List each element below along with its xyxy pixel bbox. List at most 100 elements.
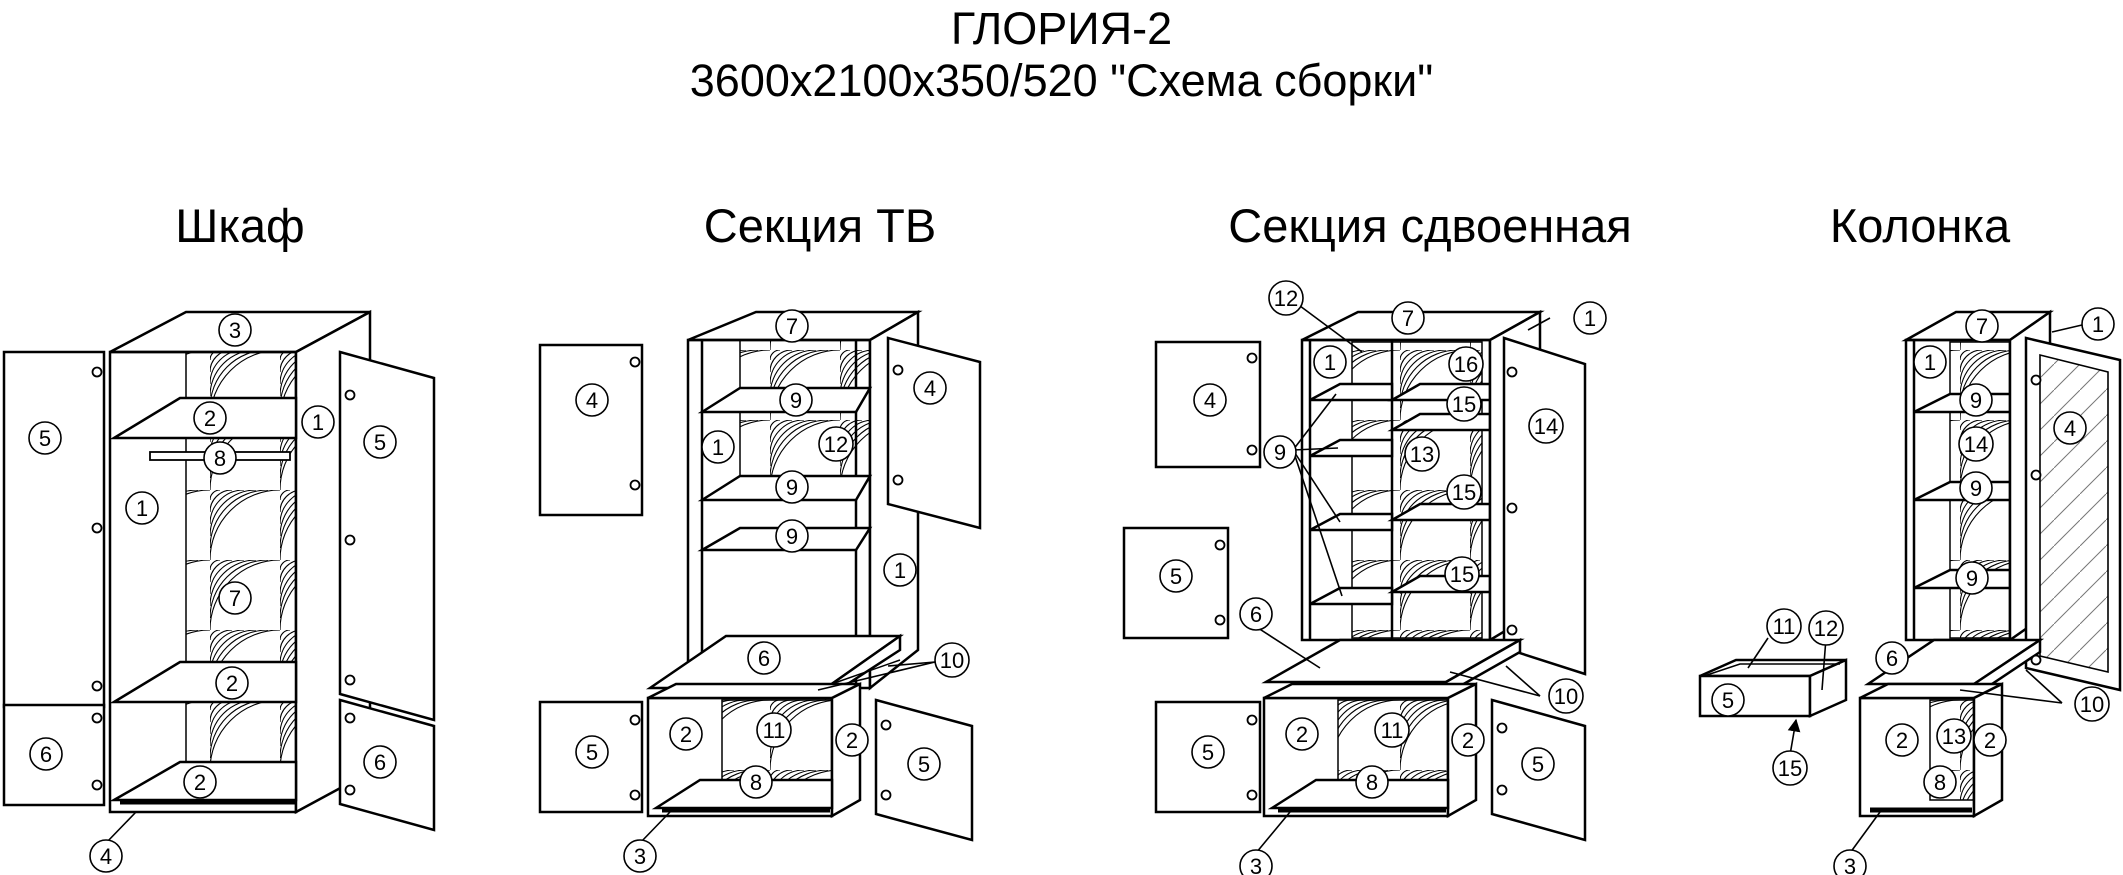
callout-label: 5 bbox=[1170, 564, 1182, 589]
callout-tv-c5l: 5 bbox=[575, 735, 609, 769]
callout-column-c13: 13 bbox=[1936, 718, 1972, 754]
callout-label: 5 bbox=[586, 740, 598, 765]
callout-label: 5 bbox=[1722, 688, 1734, 713]
callout-label: 9 bbox=[790, 388, 802, 413]
callout-label: 2 bbox=[1896, 728, 1908, 753]
callout-wardrobe-c2a: 2 bbox=[193, 401, 227, 435]
callout-tv-c9b: 9 bbox=[775, 470, 809, 504]
callout-tv-c6: 6 bbox=[747, 641, 781, 675]
callout-tv-c10: 10 bbox=[934, 642, 970, 678]
callout-label: 4 bbox=[100, 844, 112, 869]
callout-wardrobe-c7: 7 bbox=[218, 581, 252, 615]
callout-label: 8 bbox=[750, 770, 762, 795]
callout-tv-c1r: 1 bbox=[883, 553, 917, 587]
callout-column-c6: 6 bbox=[1875, 641, 1909, 675]
callout-label: 9 bbox=[786, 475, 798, 500]
callout-wardrobe-c2c: 2 bbox=[183, 765, 217, 799]
callout-double-c2r: 2 bbox=[1451, 723, 1485, 757]
callout-label: 15 bbox=[1452, 480, 1476, 505]
callout-double-c14: 14 bbox=[1528, 408, 1564, 444]
callout-drawer-c15: 15 bbox=[1772, 750, 1808, 786]
callout-wardrobe-c3: 3 bbox=[218, 313, 252, 347]
callout-double-c1: 1 bbox=[1313, 345, 1347, 379]
callout-label: 4 bbox=[1204, 388, 1216, 413]
callout-label: 9 bbox=[1966, 566, 1978, 591]
callout-wardrobe-c5l: 5 bbox=[28, 421, 62, 455]
callout-label: 15 bbox=[1452, 392, 1476, 417]
callout-label: 4 bbox=[2064, 416, 2076, 441]
callout-column-c14: 14 bbox=[1958, 426, 1994, 462]
callout-label: 1 bbox=[1584, 306, 1596, 331]
callout-column-c1: 1 bbox=[1913, 345, 1947, 379]
callout-label: 2 bbox=[680, 722, 692, 747]
page-title: ГЛОРИЯ-2 bbox=[950, 3, 1173, 54]
section-title-column: Колонка bbox=[1829, 199, 2011, 252]
double-drawing bbox=[1122, 309, 1587, 842]
callout-wardrobe-c1b: 1 bbox=[125, 491, 159, 525]
callout-label: 11 bbox=[1773, 614, 1796, 639]
callout-label: 5 bbox=[918, 752, 930, 777]
callout-label: 13 bbox=[1942, 724, 1966, 749]
callout-label: 13 bbox=[1410, 442, 1434, 467]
callout-wardrobe-c6r: 6 bbox=[363, 745, 397, 779]
callout-double-c13: 13 bbox=[1404, 436, 1440, 472]
callout-label: 9 bbox=[786, 524, 798, 549]
title-block: ГЛОРИЯ-2 3600х2100х350/520 "Схема сборки… bbox=[0, 4, 2123, 108]
callout-label: 8 bbox=[1366, 770, 1378, 795]
callout-label: 1 bbox=[1324, 350, 1336, 375]
callout-double-c5l: 5 bbox=[1191, 735, 1225, 769]
callout-double-c7: 7 bbox=[1391, 301, 1425, 335]
tv-door-left-4 bbox=[538, 343, 644, 517]
callout-label: 14 bbox=[1964, 432, 1988, 457]
callout-double-c15b: 15 bbox=[1446, 474, 1482, 510]
callout-wardrobe-c1: 1 bbox=[301, 405, 335, 439]
callout-tv-c2l: 2 bbox=[669, 717, 703, 751]
callout-label: 3 bbox=[1844, 854, 1856, 875]
callout-label: 1 bbox=[1924, 350, 1936, 375]
callout-tv-c5r: 5 bbox=[907, 747, 941, 781]
callout-label: 7 bbox=[1976, 314, 1988, 339]
callout-label: 8 bbox=[214, 446, 226, 471]
callout-label: 11 bbox=[1381, 718, 1404, 743]
callout-label: 1 bbox=[312, 410, 324, 435]
callout-tv-c9c: 9 bbox=[775, 519, 809, 553]
callout-wardrobe-c5r: 5 bbox=[363, 425, 397, 459]
callout-label: 16 bbox=[1454, 352, 1478, 377]
section-title-wardrobe: Шкаф bbox=[175, 199, 305, 252]
callout-double-c8: 8 bbox=[1355, 765, 1389, 799]
callout-double-c12: 12 bbox=[1268, 280, 1304, 316]
callout-double-c1t: 1 bbox=[1573, 301, 1607, 335]
callout-double-c5m: 5 bbox=[1159, 559, 1193, 593]
callout-wardrobe-c4: 4 bbox=[89, 839, 123, 873]
callout-column-c9c: 9 bbox=[1955, 561, 1989, 595]
callout-column-c9b: 9 bbox=[1959, 471, 1993, 505]
callout-column-c3: 3 bbox=[1833, 849, 1867, 875]
callout-column-c4: 4 bbox=[2053, 411, 2087, 445]
callout-double-c2l: 2 bbox=[1285, 717, 1319, 751]
callout-tv-c8: 8 bbox=[739, 765, 773, 799]
callout-label: 2 bbox=[1462, 728, 1474, 753]
callout-double-c15a: 15 bbox=[1446, 386, 1482, 422]
double-door-14 bbox=[1502, 336, 1587, 676]
callout-drawer-c11: 11 bbox=[1766, 608, 1802, 644]
callout-label: 5 bbox=[39, 426, 51, 451]
callout-label: 2 bbox=[1984, 728, 1996, 753]
callout-double-c3: 3 bbox=[1239, 849, 1273, 875]
callout-label: 10 bbox=[1554, 684, 1578, 709]
callout-label: 2 bbox=[204, 406, 216, 431]
callout-label: 1 bbox=[894, 558, 906, 583]
callout-drawer-c12: 12 bbox=[1808, 610, 1844, 646]
callout-label: 9 bbox=[1274, 440, 1286, 465]
leader-lines bbox=[105, 299, 2083, 854]
callout-label: 4 bbox=[924, 376, 936, 401]
callout-label: 2 bbox=[846, 728, 858, 753]
callout-double-c16: 16 bbox=[1448, 346, 1484, 382]
callout-column-c10: 10 bbox=[2074, 686, 2110, 722]
callout-label: 5 bbox=[374, 430, 386, 455]
section-title-double: Секция сдвоенная bbox=[1228, 199, 1632, 252]
callout-column-c9a: 9 bbox=[1959, 383, 1993, 417]
callout-double-c9: 9 bbox=[1263, 435, 1297, 469]
page-subtitle: 3600х2100х350/520 "Схема сборки" bbox=[689, 55, 1434, 106]
callout-label: 4 bbox=[586, 388, 598, 413]
